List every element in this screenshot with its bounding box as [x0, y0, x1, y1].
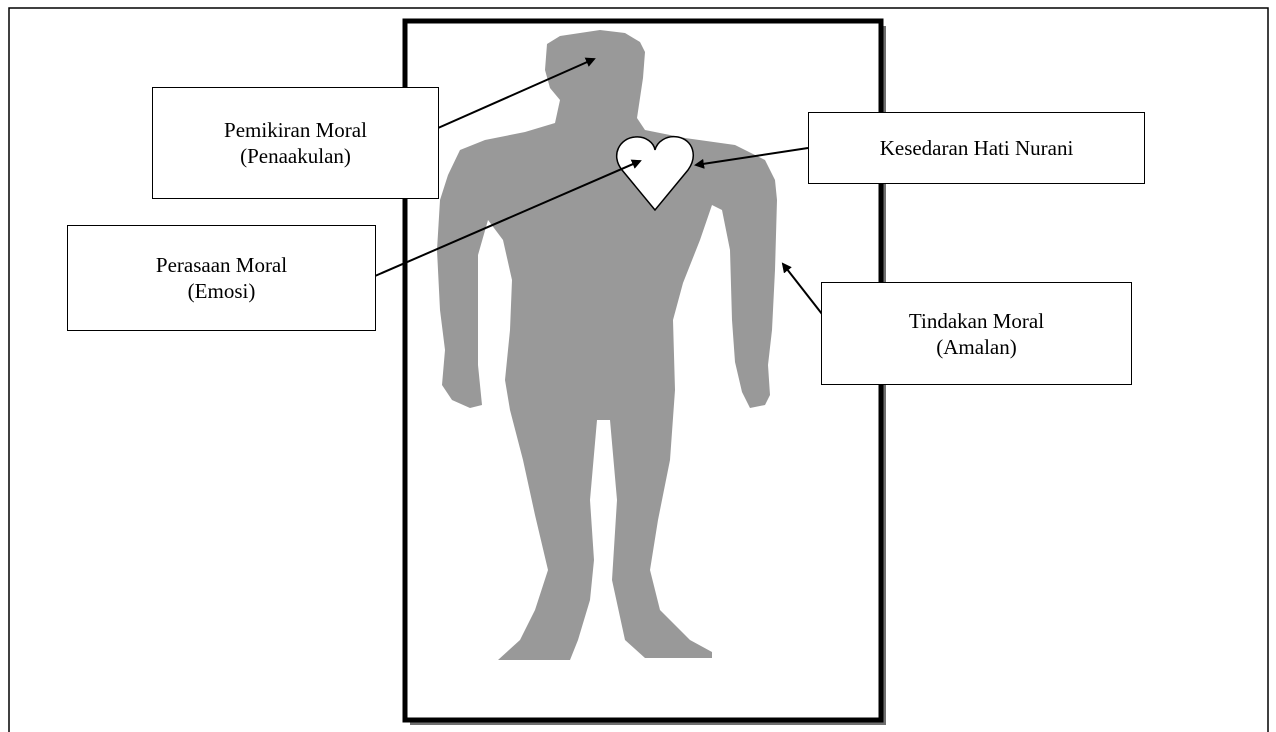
- label-moral-thinking: Pemikiran Moral (Penaakulan): [152, 87, 439, 199]
- label-moral-thinking-subtitle: (Penaakulan): [240, 143, 351, 169]
- label-moral-feeling-subtitle: (Emosi): [188, 278, 256, 304]
- label-moral-action-subtitle: (Amalan): [936, 334, 1016, 360]
- label-moral-thinking-title: Pemikiran Moral: [224, 117, 367, 143]
- label-conscience-awareness-title: Kesedaran Hati Nurani: [880, 135, 1074, 161]
- label-moral-action: Tindakan Moral (Amalan): [821, 282, 1132, 385]
- label-conscience-awareness: Kesedaran Hati Nurani: [808, 112, 1145, 184]
- label-moral-action-title: Tindakan Moral: [909, 308, 1044, 334]
- label-moral-feeling-title: Perasaan Moral: [156, 252, 287, 278]
- label-moral-feeling: Perasaan Moral (Emosi): [67, 225, 376, 331]
